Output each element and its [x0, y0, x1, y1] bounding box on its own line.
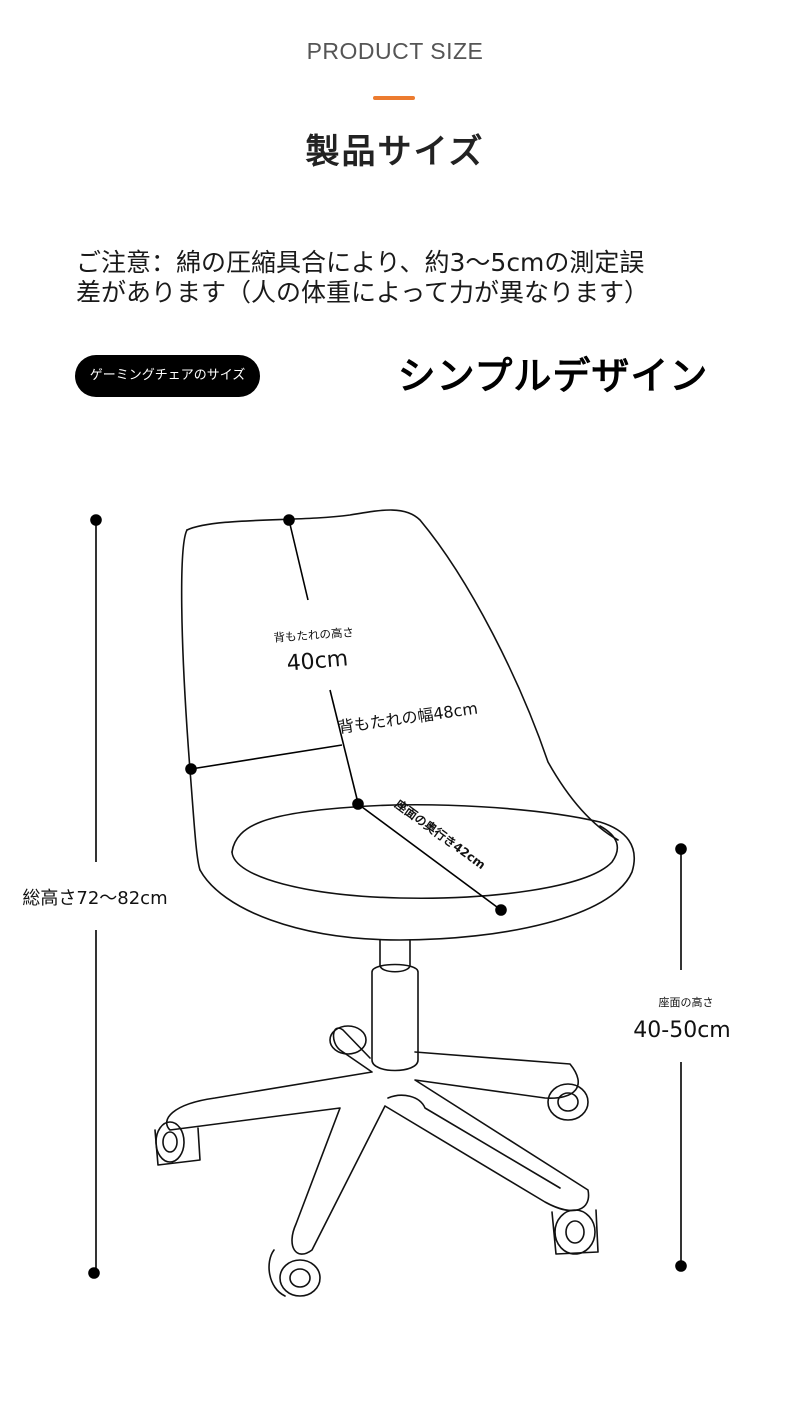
- seat-height-label: 座面の高さ: [659, 995, 714, 1009]
- chair-star-base: [165, 1027, 590, 1255]
- backrest-height-line-top: [288, 519, 309, 601]
- seat-height-value: 40-50cm: [633, 1018, 730, 1043]
- total-height-label: 総高さ72～82cm: [22, 888, 167, 909]
- chair-backrest: [186, 509, 619, 841]
- seat-depth-dot: [495, 904, 507, 916]
- seat-depth-line: [357, 803, 502, 911]
- seat-height-dot-bottom: [675, 1260, 687, 1272]
- accent-divider: [373, 96, 415, 100]
- chair-gas-lift: [379, 939, 411, 973]
- seat-depth-label: 座面の奥行き42cm: [391, 796, 488, 872]
- total-height-dot-top: [90, 514, 102, 526]
- backrest-height-label: 背もたれの高さ: [273, 625, 354, 645]
- caster-right: [551, 1209, 599, 1255]
- chair-size-tag: ゲーミングチェアのサイズ: [75, 355, 260, 397]
- backrest-width-label: 背もたれの幅48cm: [337, 699, 479, 737]
- section-title-en: PRODUCT SIZE: [306, 38, 484, 64]
- total-height-dot-bottom: [88, 1267, 100, 1279]
- design-title: シンプルデザイン: [397, 354, 709, 398]
- caster-front-left: [268, 1249, 321, 1297]
- seat-height-dot-top: [675, 843, 687, 855]
- chair-illustration: [154, 509, 635, 1297]
- backrest-height-dot-top: [283, 514, 295, 526]
- measurement-lines: [88, 514, 687, 1279]
- notice-line-1: ご注意：綿の圧縮具合により、約3～5cmの測定誤: [76, 248, 645, 277]
- chair-seat: [199, 804, 635, 941]
- section-title-jp: 製品サイズ: [305, 132, 485, 172]
- backrest-height-value: 40cm: [286, 646, 349, 676]
- backrest-width-dot: [185, 763, 197, 775]
- backrest-height-line-bottom: [329, 689, 359, 804]
- caster-back-right: [547, 1083, 589, 1121]
- caster-back-left: [329, 1025, 367, 1055]
- backrest-width-line: [190, 744, 343, 770]
- caster-left: [154, 1121, 201, 1166]
- label-backgrounds: [10, 615, 740, 1048]
- measurement-notice: ご注意：綿の圧縮具合により、約3～5cmの測定誤 差があります（人の体重によって…: [76, 248, 716, 308]
- chair-backrest-side: [180, 529, 201, 871]
- notice-line-2: 差があります（人の体重によって力が異なります）: [76, 278, 650, 307]
